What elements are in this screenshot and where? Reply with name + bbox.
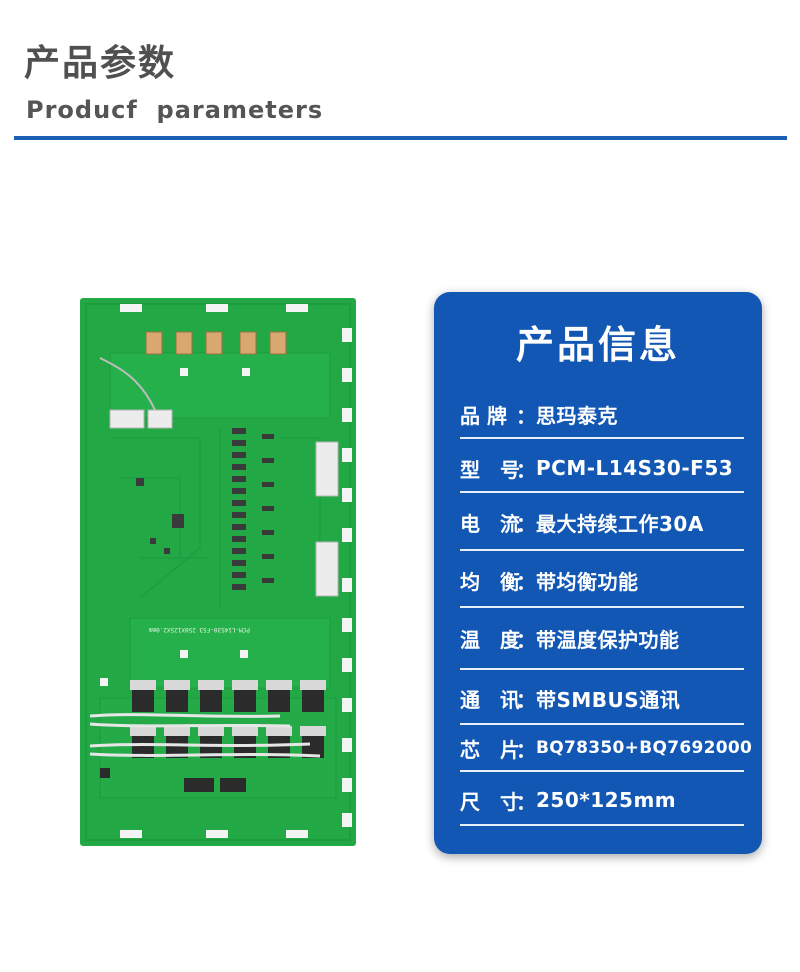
info-row-temperature: 温 度：带温度保护功能 xyxy=(460,618,744,658)
info-value-balance: 带均衡功能 xyxy=(536,569,639,594)
info-separator: ： xyxy=(516,403,536,428)
info-separator: ： xyxy=(516,687,536,712)
info-separator: ： xyxy=(516,737,536,762)
info-card-title: 产品信息 xyxy=(515,323,680,367)
row-divider xyxy=(460,549,744,551)
info-key-communication: 通 讯 xyxy=(460,687,520,712)
info-value-chip: BQ78350+BQ7692000 xyxy=(536,738,753,758)
info-row-current: 电 流：最大持续工作30A xyxy=(460,502,744,542)
info-row-model: 型 号：PCM-L14S30-F53 xyxy=(460,448,744,488)
info-key-temperature: 温 度 xyxy=(460,627,520,652)
row-divider xyxy=(460,491,744,493)
info-key-model: 型 号 xyxy=(460,457,520,482)
info-row-size: 尺 寸：250*125mm xyxy=(460,780,744,820)
header-rule xyxy=(14,136,787,140)
row-divider xyxy=(460,668,744,670)
info-key-current: 电 流 xyxy=(460,511,520,536)
info-separator: ： xyxy=(516,627,536,652)
info-separator: ： xyxy=(516,457,536,482)
info-key-size: 尺 寸 xyxy=(460,789,520,814)
info-separator: ： xyxy=(516,511,536,536)
row-divider xyxy=(460,606,744,608)
info-value-current: 最大持续工作30A xyxy=(536,511,704,536)
info-separator: ： xyxy=(516,789,536,814)
info-value-brand: 思玛泰克 xyxy=(536,403,618,428)
info-value-model: PCM-L14S30-F53 xyxy=(536,456,734,480)
row-divider xyxy=(460,437,744,439)
info-value-temperature: 带温度保护功能 xyxy=(536,627,680,652)
row-divider xyxy=(460,723,744,725)
info-row-balance: 均 衡：带均衡功能 xyxy=(460,560,744,600)
info-value-size: 250*125mm xyxy=(536,788,677,812)
row-divider xyxy=(460,824,744,826)
title-en: Producf parameters xyxy=(26,96,324,124)
info-row-chip: 芯 片：BQ78350+BQ7692000 xyxy=(460,728,752,768)
title-cn: 产品参数 xyxy=(24,43,177,84)
row-divider xyxy=(460,770,744,772)
info-key-chip: 芯 片 xyxy=(460,737,520,762)
info-row-communication: 通 讯：带SMBUS通讯 xyxy=(460,678,744,718)
pcb-silk-label: PCM-L14S30-F53 250X125X2.0mm xyxy=(148,626,250,633)
product-info-card: 产品信息 品 牌：思玛泰克 型 号：PCM-L14S30-F53 电 流：最大持… xyxy=(434,292,762,854)
info-value-communication: 带SMBUS通讯 xyxy=(536,687,681,712)
info-key-brand: 品 牌 xyxy=(460,403,507,428)
info-separator: ： xyxy=(516,569,536,594)
info-row-brand: 品 牌 ：思玛泰克 xyxy=(460,394,744,434)
pcb-board-image: PCM-L14S30-F53 250X125X2.0mm xyxy=(80,298,356,846)
info-key-balance: 均 衡 xyxy=(460,569,520,594)
